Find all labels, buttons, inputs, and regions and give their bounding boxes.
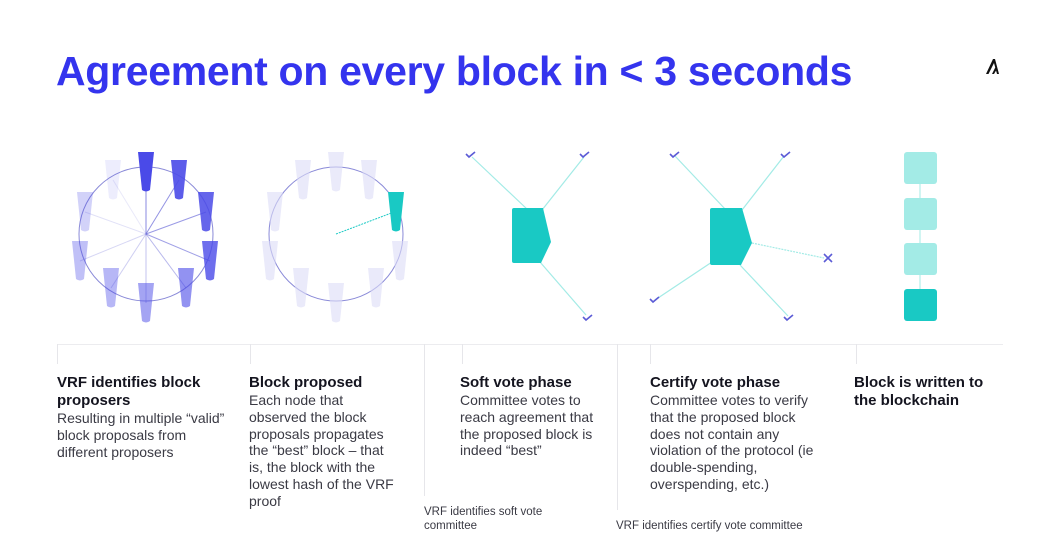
step-body: Each node that observed the block propos… [249,392,394,509]
block-shape [512,208,551,263]
certify-committee-note: VRF identifies certify vote committee [616,520,803,532]
best-block-link [335,211,395,235]
soft-committee-note: VRF identifies soft vote committee [424,506,543,532]
step-block-proposed: Block proposed Each node that observed t… [249,374,399,510]
check-icon [649,296,660,304]
proposal-link [110,233,147,289]
proposal-link [79,233,147,262]
step-body: Committee votes to verify that the propo… [650,392,814,492]
proposal-link [145,233,211,262]
reject-x-icon [823,253,833,263]
step-heading: Block proposed [249,374,363,391]
proposal-link [145,211,207,235]
proposal-link [145,179,180,235]
step-heading: Certify vote phase [650,374,781,391]
node-shape [262,241,278,281]
node-shape [293,268,309,308]
node-shape [171,160,187,200]
step-block-written: Block is written to the blockchain [854,374,984,410]
step-vrf-proposers: VRF identifies block proposers Resulting… [57,374,237,460]
check-icon [579,151,590,159]
step-soft-vote: Soft vote phase Committee votes to reach… [460,374,600,459]
node-shape [198,192,214,232]
step-body: Resulting in multiple “valid” block prop… [57,410,225,460]
node-shape [361,160,377,200]
soft-vote-diagram [471,156,587,316]
step-body: Committee votes to reach agreement that … [460,392,594,459]
node-shape [388,192,404,232]
node-shape [202,241,218,281]
algorand-logo-icon [986,59,999,74]
node-shape [368,268,384,308]
node-shape [392,241,408,281]
page-title: Agreement on every block in < 3 seconds [56,48,853,94]
step-heading: VRF identifies block proposers [57,374,201,409]
step-certify-vote: Certify vote phase Committee votes to ve… [650,374,825,493]
node-shape [103,268,119,308]
timeline-tick [856,344,857,364]
timeline-tick [462,344,463,364]
proposal-link [112,179,147,235]
timeline-tick [57,344,58,364]
block-shape [710,208,752,265]
check-icon [783,314,794,322]
timeline-tick [650,344,651,364]
node-shape [77,192,93,232]
node-shape [72,241,88,281]
node-shape [267,192,283,232]
node-shape [105,160,121,200]
timeline-divider [57,344,1003,345]
check-icon [669,151,680,159]
node-shape [178,268,194,308]
blockchain-diagram [904,152,937,321]
soft-committee-marker [424,344,425,496]
node-shape [328,283,344,323]
step-heading: Soft vote phase [460,374,572,391]
check-icon [780,151,791,159]
node-shape [295,160,311,200]
node-shape [328,152,344,192]
certify-vote-diagram [654,155,833,317]
check-icon [582,314,593,322]
node-shape [138,152,154,192]
block-proposed-diagram [262,152,408,323]
vrf-proposers-diagram [72,152,218,323]
proposal-link [84,211,147,235]
timeline-tick [250,344,251,364]
step-heading: Block is written to the blockchain [854,374,984,409]
certify-committee-marker [617,344,618,510]
check-icon [465,151,476,159]
node-shape [138,283,154,323]
